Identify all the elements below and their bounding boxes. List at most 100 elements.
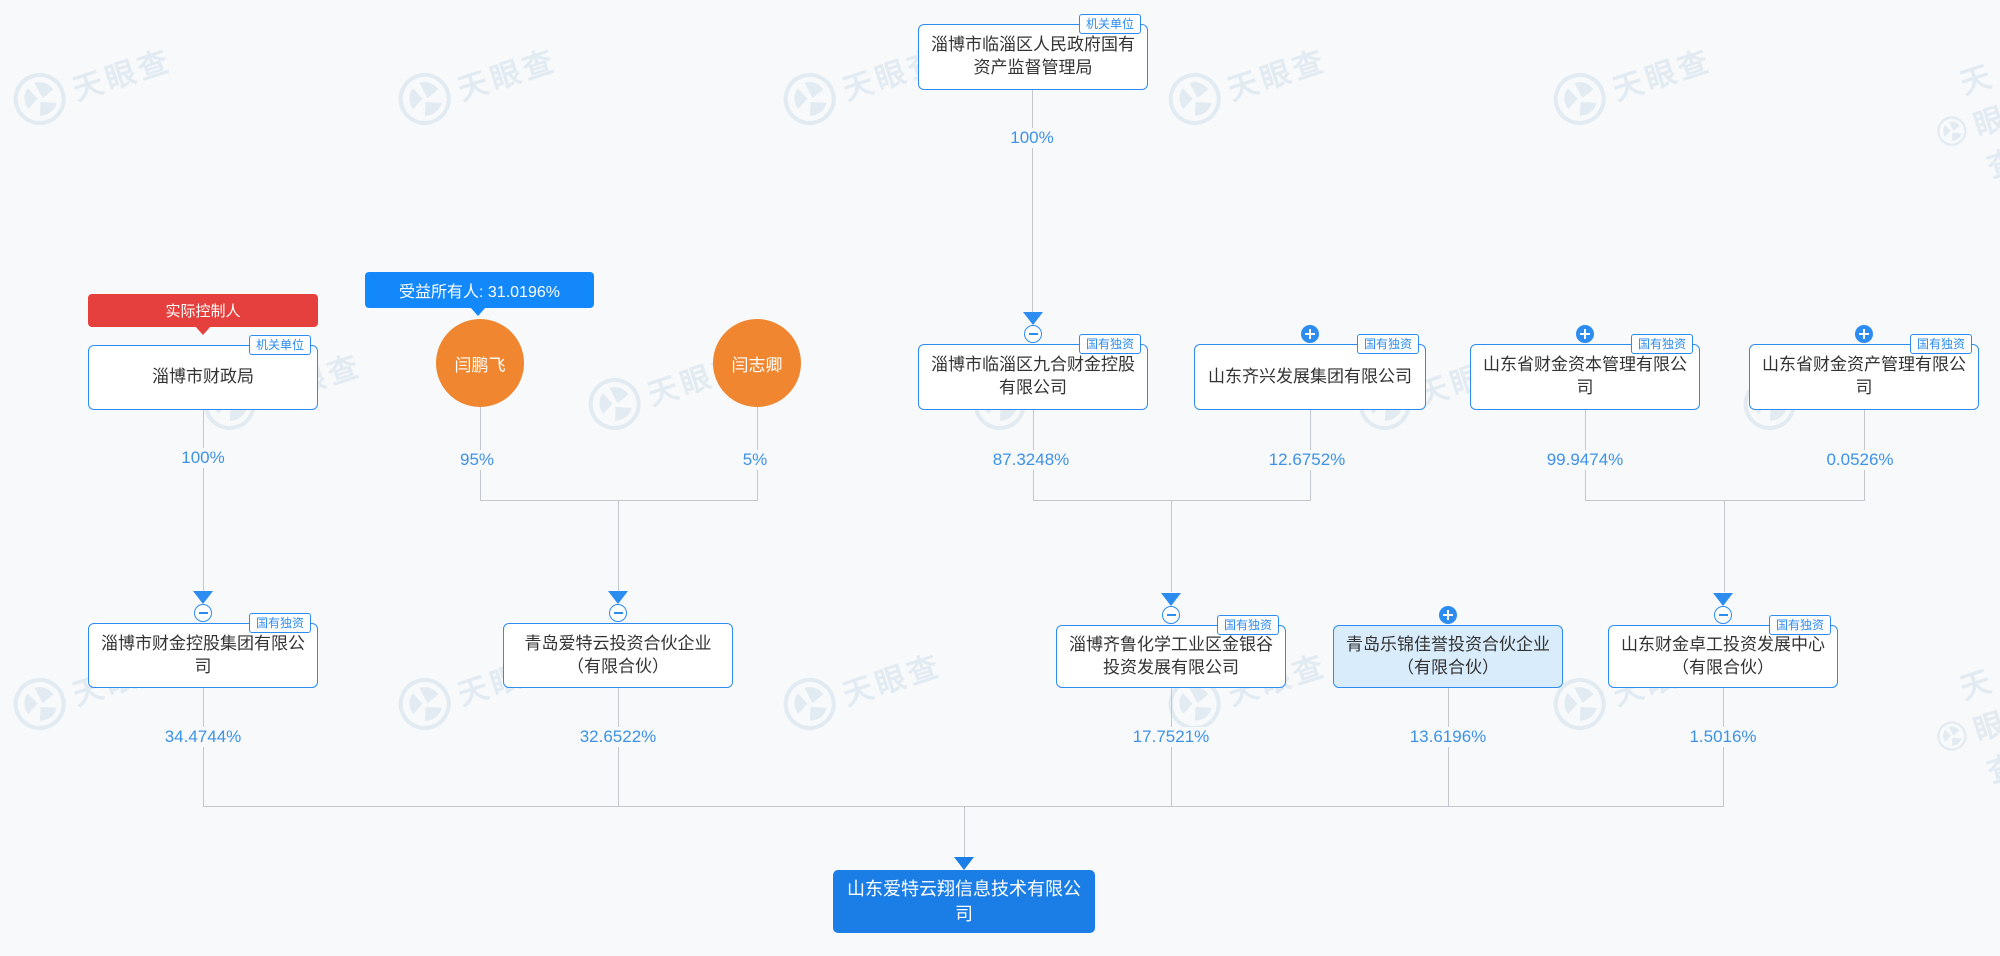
company-name: 淄博市财政局 [152, 367, 254, 387]
ownership-percentage: 100% [1004, 128, 1060, 148]
connector-line [1723, 500, 1725, 592]
collapse-icon[interactable] [194, 604, 212, 622]
arrow-down-icon [193, 591, 213, 604]
ownership-percentage: 95% [453, 450, 501, 470]
connector-line [202, 410, 204, 596]
collapse-icon[interactable] [1162, 606, 1180, 624]
connector-line [1031, 88, 1033, 312]
watermark: 天眼查 [1917, 648, 2000, 803]
watermark-text: 天眼查 [1956, 664, 2000, 790]
node-person-yanpengfei[interactable]: 闫鹏飞 [436, 319, 524, 407]
brand-logo-icon [783, 72, 836, 125]
node-zhuogong[interactable]: 国有独资 山东财金卓工投资发展中心（有限合伙） [1608, 593, 1838, 688]
brand-logo-icon [783, 677, 836, 730]
node-finance-bureau[interactable]: 机关单位 淄博市财政局 [88, 335, 318, 410]
brand-logo-icon [13, 677, 66, 730]
arrow-down-icon [1161, 593, 1181, 606]
expand-icon[interactable] [1855, 325, 1873, 343]
watermark-text: 天眼查 [1223, 44, 1332, 108]
beneficial-owner-tag: 受益所有人: 31.0196% [365, 272, 594, 316]
state-owned-tag: 国有独资 [1768, 615, 1831, 635]
connector-line [1722, 688, 1724, 806]
node-aiteyun[interactable]: 青岛爱特云投资合伙企业（有限合伙） [503, 591, 733, 688]
connector-line [963, 806, 965, 858]
node-person-yanzhiqing[interactable]: 闫志卿 [713, 319, 801, 407]
node-qixing[interactable]: 国有独资 山东齐兴发展集团有限公司 [1194, 325, 1426, 410]
company-name: 淄博市财金控股集团有限公司 [101, 633, 305, 676]
connector-line [617, 688, 619, 806]
brand-logo-icon [1937, 721, 1967, 751]
actual-controller-tag: 实际控制人 [88, 294, 318, 327]
company-name: 淄博市临淄区人民政府国有资产监督管理局 [931, 35, 1135, 77]
node-lejin[interactable]: 青岛乐锦佳誉投资合伙企业（有限合伙） [1333, 606, 1563, 688]
ownership-percentage: 13.6196% [1403, 727, 1493, 747]
person-name: 闫志卿 [731, 355, 783, 375]
ownership-percentage: 32.6522% [573, 727, 663, 747]
company-name: 淄博齐鲁化学工业区金银谷投资发展有限公司 [1069, 634, 1273, 677]
ownership-percentage: 1.5016% [1683, 727, 1763, 747]
connector-line [202, 688, 204, 806]
company-name: 淄博市临淄区九合财金控股有限公司 [931, 355, 1135, 397]
watermark: 天眼查 [1917, 43, 2000, 198]
watermark-text: 天眼查 [1956, 59, 2000, 185]
node-caijin-capital[interactable]: 国有独资 山东省财金资本管理有限公司 [1470, 325, 1700, 410]
watermark: 天眼查 [1161, 31, 1334, 133]
ownership-percentage: 5% [736, 450, 774, 470]
state-owned-tag: 国有独资 [1078, 334, 1141, 354]
connector-line [617, 500, 619, 592]
watermark: 天眼查 [776, 636, 949, 738]
company-name: 山东财金卓工投资发展中心（有限合伙） [1621, 634, 1825, 677]
ownership-percentage: 34.4744% [158, 727, 248, 747]
beneficial-owner-label: 受益所有人: 31.0196% [399, 284, 560, 301]
company-name: 山东爱特云翔信息技术有限公司 [847, 879, 1081, 924]
connector-line [1170, 500, 1172, 592]
ownership-percentage: 17.7521% [1126, 727, 1216, 747]
arrow-down-icon [608, 591, 628, 604]
watermark: 天眼查 [391, 31, 564, 133]
expand-icon[interactable] [1439, 606, 1457, 624]
collapse-icon[interactable] [1024, 325, 1042, 343]
company-name: 山东省财金资产管理有限公司 [1762, 355, 1966, 397]
company-name: 青岛爱特云投资合伙企业（有限合伙） [524, 633, 712, 676]
person-name: 闫鹏飞 [454, 355, 506, 375]
ownership-percentage: 99.9474% [1540, 450, 1630, 470]
expand-icon[interactable] [1301, 325, 1319, 343]
company-name: 青岛乐锦佳誉投资合伙企业（有限合伙） [1346, 634, 1550, 677]
node-org-top[interactable]: 机关单位 淄博市临淄区人民政府国有资产监督管理局 [918, 14, 1148, 90]
brand-logo-icon [13, 72, 66, 125]
brand-logo-icon [1168, 72, 1221, 125]
ownership-percentage: 100% [175, 448, 231, 468]
ownership-percentage: 12.6752% [1262, 450, 1352, 470]
watermark-text: 天眼查 [453, 44, 562, 108]
watermark: 天眼查 [6, 31, 179, 133]
state-owned-tag: 国有独资 [248, 613, 311, 633]
company-name: 山东省财金资本管理有限公司 [1483, 355, 1687, 397]
arrow-down-icon [1023, 312, 1043, 325]
connector-line [1170, 688, 1172, 806]
node-jinyingu[interactable]: 国有独资 淄博齐鲁化学工业区金银谷投资发展有限公司 [1056, 593, 1286, 688]
watermark-text: 天眼查 [838, 649, 947, 713]
node-caijin-holding[interactable]: 国有独资 淄博市财金控股集团有限公司 [88, 591, 318, 688]
ownership-percentage: 0.0526% [1820, 450, 1900, 470]
connector-line [1032, 500, 1311, 501]
collapse-icon[interactable] [1714, 606, 1732, 624]
state-owned-tag: 国有独资 [1356, 334, 1419, 354]
collapse-icon[interactable] [609, 604, 627, 622]
node-caijin-asset[interactable]: 国有独资 山东省财金资产管理有限公司 [1749, 325, 1979, 410]
connector-line [1584, 500, 1865, 501]
state-owned-tag: 国有独资 [1216, 615, 1279, 635]
brand-logo-icon [1937, 116, 1967, 146]
node-target-company[interactable]: 山东爱特云翔信息技术有限公司 [833, 857, 1095, 933]
node-jiuhe[interactable]: 国有独资 淄博市临淄区九合财金控股有限公司 [918, 312, 1148, 410]
brand-logo-icon [398, 72, 451, 125]
state-owned-tag: 国有独资 [1630, 334, 1693, 354]
watermark-text: 天眼查 [1608, 44, 1717, 108]
brand-logo-icon [588, 377, 641, 430]
actual-controller-label: 实际控制人 [165, 303, 241, 320]
company-name: 山东齐兴发展集团有限公司 [1208, 366, 1412, 386]
connector-line [202, 806, 1724, 807]
ownership-percentage: 87.3248% [986, 450, 1076, 470]
expand-icon[interactable] [1576, 325, 1594, 343]
gov-unit-tag: 机关单位 [248, 335, 311, 355]
connector-line [1447, 688, 1449, 806]
